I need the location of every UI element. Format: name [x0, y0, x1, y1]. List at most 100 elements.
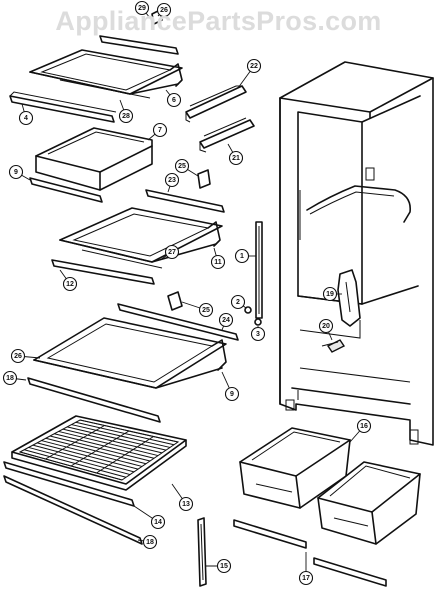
callout-circle: [134, 0, 150, 16]
callout-label: 1: [240, 253, 244, 260]
part-1-rod: [255, 221, 263, 319]
callout-22: 22: [246, 58, 262, 74]
top-shelf-frame: [29, 49, 183, 99]
callout-6: 6: [166, 92, 182, 108]
callout-4: 4: [18, 110, 34, 126]
callout-circle: [118, 108, 134, 124]
part-29-strip: [99, 35, 179, 55]
callout-label: 26: [14, 353, 22, 360]
callout-label: 20: [322, 323, 330, 330]
callout-19: 19: [322, 286, 338, 302]
callout-20: 20: [318, 318, 334, 334]
grid-crossbar: [45, 425, 105, 460]
part-2-screw: [244, 306, 252, 314]
callout-circle: [150, 514, 166, 530]
callout-11: 11: [210, 254, 226, 270]
part-3-screw: [254, 318, 262, 326]
callout-21: 21: [228, 150, 244, 166]
lower-shelf: [33, 317, 227, 389]
callout-23: 23: [164, 172, 180, 188]
part-18-trim-lower: [3, 475, 143, 545]
callout-label: 28: [122, 113, 130, 120]
callout-9: 9: [224, 386, 240, 402]
part-13-grid-shelf: [11, 415, 187, 491]
callout-label: 11: [214, 259, 222, 266]
part-15-rod: [197, 517, 207, 587]
part-21-rail: [199, 117, 255, 153]
callout-circle: [228, 150, 244, 166]
callout-label: 7: [158, 127, 162, 134]
callout-12: 12: [62, 276, 78, 292]
callout-29: 29: [134, 0, 150, 16]
callout-circle: [10, 348, 26, 364]
callout-label: 18: [146, 539, 154, 546]
callout-circle: [250, 326, 266, 342]
callout-circle: [246, 58, 262, 74]
part-9-trim-upper: [29, 177, 103, 203]
callout-circle: [234, 248, 250, 264]
grid-crossbar: [96, 436, 154, 474]
callout-13: 13: [178, 496, 194, 512]
callout-27: 27: [164, 244, 180, 260]
part-25-clip-lower: [167, 291, 183, 311]
part-17-trim-left: [233, 519, 307, 549]
callout-17: 17: [298, 570, 314, 586]
callout-label: 17: [302, 575, 310, 582]
callout-15: 15: [216, 558, 232, 574]
callout-24: 24: [218, 312, 234, 328]
callout-25: 25: [198, 302, 214, 318]
part-25-clip-upper: [197, 169, 211, 189]
callout-circle: [18, 110, 34, 126]
callout-label: 12: [66, 281, 74, 288]
callout-25: 25: [174, 158, 190, 174]
callout-label: 18: [6, 375, 14, 382]
part-12-trim: [51, 259, 155, 285]
part-4-trim: [9, 91, 117, 123]
callout-circle: [216, 558, 232, 574]
callout-circle: [142, 534, 158, 550]
callout-circle: [298, 570, 314, 586]
callout-label: 6: [172, 97, 176, 104]
callout-14: 14: [150, 514, 166, 530]
part-17-trim-right: [313, 557, 387, 587]
callout-label: 26: [160, 7, 168, 14]
callout-1: 1: [234, 248, 250, 264]
callout-label: 24: [222, 317, 230, 324]
callout-label: 2: [236, 299, 240, 306]
callout-label: 19: [326, 291, 334, 298]
callout-circle: [230, 294, 246, 310]
callout-circle: [224, 386, 240, 402]
callout-3: 3: [250, 326, 266, 342]
callout-circle: [164, 172, 180, 188]
callout-28: 28: [118, 108, 134, 124]
part-18-trim-upper: [27, 377, 161, 423]
callout-26: 26: [10, 348, 26, 364]
middle-shelf: [59, 207, 223, 269]
callout-circle: [152, 122, 168, 138]
callout-18: 18: [142, 534, 158, 550]
callout-circle: [164, 244, 180, 260]
callout-label: 3: [256, 331, 260, 338]
callout-label: 29: [138, 5, 146, 12]
part-20-screw: [321, 339, 346, 353]
callout-circle: [198, 302, 214, 318]
callout-circle: [318, 318, 334, 334]
callout-circle: [2, 370, 18, 386]
callout-7: 7: [152, 122, 168, 138]
part-16-crisper-right: [317, 461, 421, 545]
part-22-rail: [185, 85, 247, 123]
callout-label: 9: [230, 391, 234, 398]
callout-circle: [322, 286, 338, 302]
callout-circle: [174, 158, 190, 174]
callout-2: 2: [230, 294, 246, 310]
callout-18: 18: [2, 370, 18, 386]
part-19-bracket: [337, 269, 361, 327]
callout-circle: [356, 418, 372, 434]
callout-label: 14: [154, 519, 162, 526]
callout-circle: [210, 254, 226, 270]
callout-circle: [62, 276, 78, 292]
callout-16: 16: [356, 418, 372, 434]
callout-label: 9: [14, 169, 18, 176]
